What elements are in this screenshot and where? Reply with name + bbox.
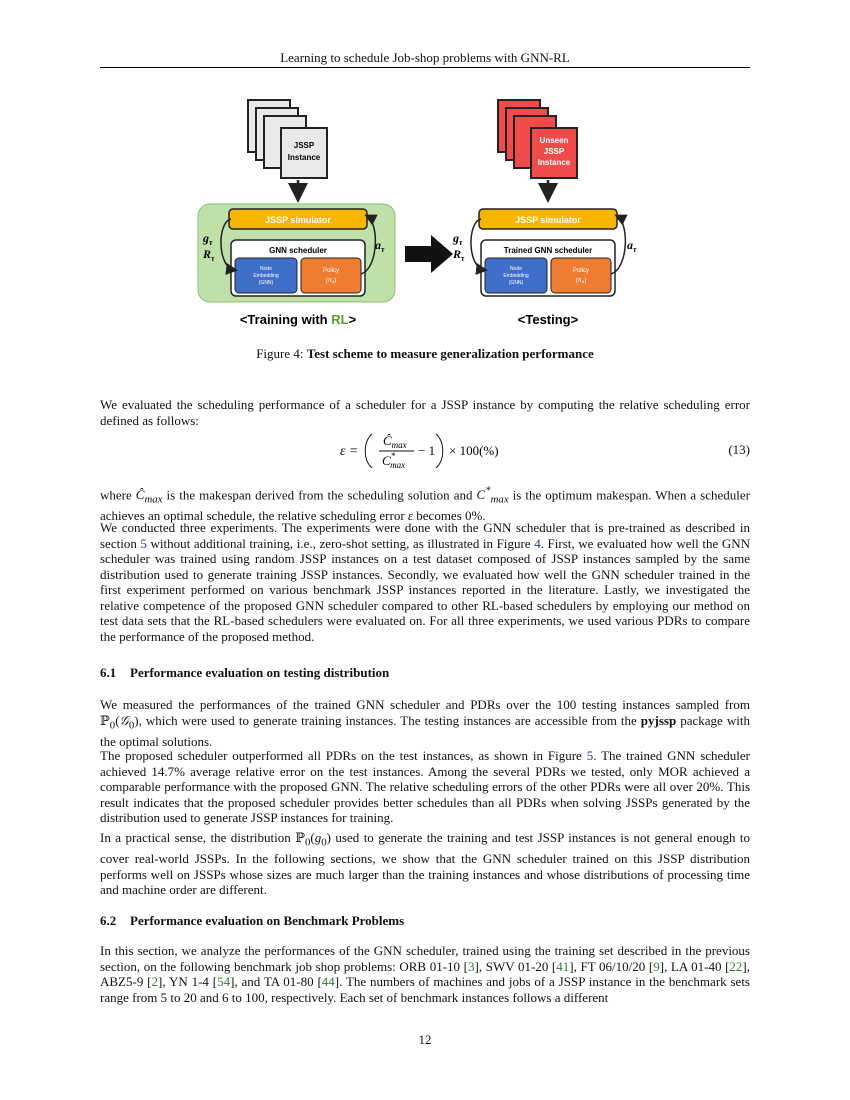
citation-link[interactable]: 2 (151, 974, 159, 989)
figure-5-ref-link[interactable]: 5 (586, 748, 594, 763)
page-number: 12 (418, 1032, 432, 1047)
citation-link[interactable]: 54 (217, 974, 231, 989)
svg-text:× 100(%): × 100(%) (449, 443, 499, 458)
right-node-label-3: (GNN) (509, 280, 524, 286)
left-node-embedding-box (234, 257, 298, 294)
right-feedback-arrow (470, 218, 488, 275)
left-instance-stack: JSSP Instance (247, 99, 328, 179)
figure-4: JSSP Instance JSSP simulator GNN schedul… (197, 99, 637, 327)
svg-text:Ĉmax: Ĉmax (383, 433, 407, 450)
left-instance-label-2: Instance (288, 153, 321, 162)
left-instance-label-1: JSSP (294, 141, 315, 150)
right-node-embedding-box (484, 257, 548, 294)
left-action-arrow (360, 214, 378, 275)
paragraph-results: The proposed scheduler outperformed all … (100, 748, 751, 825)
right-node-label-2: Embedding (503, 273, 529, 279)
left-node-label-3: (GNN) (259, 280, 274, 286)
left-node-label-1: Node (260, 266, 272, 272)
right-node-label-1: Node (510, 266, 522, 272)
right-instance-stack: Unseen JSSP Instance (497, 99, 578, 179)
right-policy-box (550, 257, 612, 294)
left-g-tau: gτ (202, 231, 213, 247)
equation-13: ε = Ĉmax C*max − 1 × 100(%) (340, 433, 499, 470)
citation-link[interactable]: 41 (556, 958, 570, 974)
left-a-tau: aτ (375, 238, 385, 254)
header-rule (100, 67, 750, 68)
right-instance-label-3: Instance (538, 158, 571, 167)
left-node-label-2: Embedding (253, 273, 279, 279)
running-header: Learning to schedule Job-shop problems w… (280, 50, 570, 65)
figure-ref-link[interactable]: 4 (534, 535, 541, 551)
figure-caption: Figure 4: Test scheme to measure general… (256, 346, 594, 361)
paragraph-error-intro: We evaluated the scheduling performance … (100, 397, 750, 428)
right-instance-label-2: JSSP (544, 147, 565, 156)
right-instance-label-1: Unseen (540, 136, 569, 145)
left-policy-label-2: (πθ) (326, 278, 336, 284)
svg-text:C*max: C*max (382, 451, 405, 470)
citation-link[interactable]: 22 (729, 958, 743, 974)
right-policy-label-2: (πθ) (576, 278, 586, 284)
equation-number: (13) (728, 442, 750, 457)
right-r-tau: Rτ (452, 247, 465, 263)
svg-text:ε =: ε = (340, 444, 358, 459)
citation-link[interactable]: 44 (321, 974, 335, 989)
paragraph-error-definition: where Ĉmax is the makespan derived from … (100, 485, 750, 524)
paragraph-experiments: We conducted three experiments. The expe… (100, 520, 750, 644)
right-g-tau: gτ (452, 231, 463, 247)
training-label: <Training with RL> (240, 312, 357, 327)
left-gnn-scheduler-label: GNN scheduler (269, 246, 327, 255)
right-a-tau: aτ (627, 238, 637, 254)
right-gnn-scheduler-label: Trained GNN scheduler (504, 246, 592, 255)
right-action-arrow (610, 214, 628, 275)
right-simulator-label: JSSP simulator (515, 215, 581, 225)
paragraph-testing-instances: We measured the performances of the trai… (100, 697, 750, 749)
left-policy-box (300, 257, 362, 294)
paragraph-distribution: In a practical sense, the distribution ℙ… (100, 830, 750, 898)
left-r-tau: Rτ (202, 247, 215, 263)
testing-label: <Testing> (518, 312, 579, 327)
citation-link[interactable]: 3 (468, 958, 475, 974)
svg-text:− 1: − 1 (418, 443, 435, 458)
left-policy-label-1: Policy (323, 268, 339, 274)
section-ref-link[interactable]: 5 (140, 535, 147, 551)
paragraph-benchmarks: In this section, we analyze the performa… (100, 943, 751, 1005)
right-policy-label-1: Policy (573, 268, 589, 274)
left-feedback-arrow (220, 218, 238, 275)
citation-link[interactable]: 9 (653, 958, 660, 974)
left-simulator-label: JSSP simulator (265, 215, 331, 225)
big-transition-arrow (405, 235, 453, 273)
